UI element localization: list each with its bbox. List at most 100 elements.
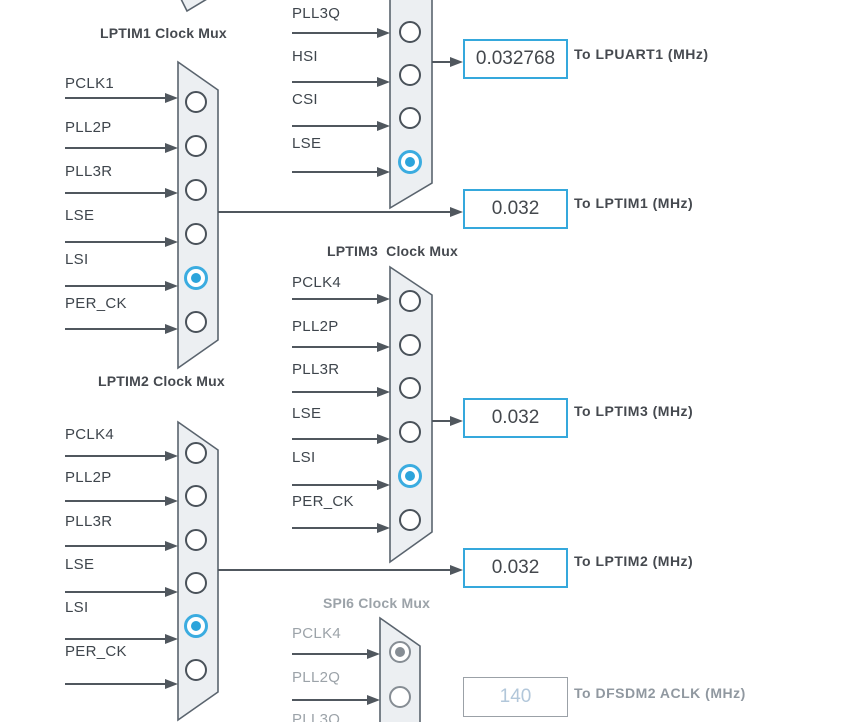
arrow-head [367, 695, 380, 705]
arrow-head [165, 188, 178, 198]
input-wire [65, 147, 165, 149]
input-label-pll3r: PLL3R [292, 361, 340, 378]
input-label-pclk4: PCLK4 [65, 426, 115, 443]
arrow-head [165, 451, 178, 461]
lpuart1-radio-pll3q[interactable] [399, 21, 421, 43]
lptim2-radio-lsi-selected[interactable] [184, 614, 208, 638]
input-label-pll2p: PLL2P [65, 119, 112, 136]
lptim1-radio-pll2p[interactable] [185, 135, 207, 157]
input-label-per-ck: PER_CK [292, 493, 354, 510]
input-wire [292, 32, 377, 34]
arrow-head [367, 649, 380, 659]
input-wire [292, 699, 367, 701]
lptim1-radio-pclk1[interactable] [185, 91, 207, 113]
lptim2-freq-value-box[interactable]: 0.032 [463, 548, 568, 588]
spi6-radio-pll2q [389, 686, 411, 708]
lptim1-radio-lse[interactable] [185, 223, 207, 245]
input-label-pclk1: PCLK1 [65, 75, 115, 92]
lpuart1-output-label: To LPUART1 (MHz) [574, 46, 709, 62]
output-wire [432, 420, 450, 422]
lptim3-radio-lse[interactable] [399, 421, 421, 443]
input-wire [65, 638, 165, 640]
lptim2-output-label: To LPTIM2 (MHz) [574, 553, 694, 569]
lptim3-radio-pclk4[interactable] [399, 290, 421, 312]
input-label-lsi: LSI [292, 449, 316, 466]
arrow-head [165, 324, 178, 334]
input-label-pll3r: PLL3R [65, 513, 113, 530]
spi6-radio-pclk4-selected [389, 641, 411, 663]
lptim2-radio-pll3r[interactable] [185, 529, 207, 551]
arrow-head [165, 281, 178, 291]
lptim3-radio-pll3r[interactable] [399, 377, 421, 399]
lptim1-mux-title: LPTIM1 Clock Mux [100, 25, 227, 41]
input-label-pll2p: PLL2P [65, 469, 112, 486]
input-label-pll3q: PLL3Q [292, 5, 341, 22]
lptim2-mux-title: LPTIM2 Clock Mux [98, 373, 225, 389]
input-label-per-ck: PER_CK [65, 295, 127, 312]
input-wire [65, 500, 165, 502]
input-label-lse: LSE [65, 556, 95, 573]
cutoff-mux-tip-shape [180, 0, 207, 13]
lpuart1-freq-value-box[interactable]: 0.032768 [463, 39, 568, 79]
input-wire [292, 298, 377, 300]
input-wire [292, 527, 377, 529]
lptim3-output-label: To LPTIM3 (MHz) [574, 403, 694, 419]
arrow-head [165, 237, 178, 247]
dfsdm2-output-label: To DFSDM2 ACLK (MHz) [574, 685, 746, 701]
input-label-pll2p: PLL2P [292, 318, 339, 335]
input-label-hsi: HSI [292, 48, 318, 65]
input-wire [292, 391, 377, 393]
lptim1-radio-pll3r[interactable] [185, 179, 207, 201]
lptim2-radio-lse[interactable] [185, 572, 207, 594]
input-wire [65, 285, 165, 287]
lptim1-output-label: To LPTIM1 (MHz) [574, 195, 694, 211]
input-label-lsi: LSI [65, 251, 89, 268]
arrow-head [377, 523, 390, 533]
lptim3-radio-per-ck[interactable] [399, 509, 421, 531]
lptim2-radio-pclk4[interactable] [185, 442, 207, 464]
arrow-head [377, 28, 390, 38]
output-wire [432, 61, 450, 63]
input-wire [65, 591, 165, 593]
lptim2-radio-per-ck[interactable] [185, 659, 207, 681]
input-wire [292, 484, 377, 486]
input-label-pll2q: PLL2Q [292, 669, 341, 686]
lptim3-radio-pll2p[interactable] [399, 334, 421, 356]
output-wire [218, 569, 450, 571]
input-label-csi: CSI [292, 91, 318, 108]
input-label-lse: LSE [65, 207, 95, 224]
arrow-head [165, 587, 178, 597]
arrow-head [377, 387, 390, 397]
input-label-lse: LSE [292, 405, 322, 422]
input-wire [292, 438, 377, 440]
input-wire [292, 125, 377, 127]
arrow-head [450, 416, 463, 426]
input-wire [292, 653, 367, 655]
arrow-head [450, 57, 463, 67]
input-label-pll3r: PLL3R [65, 163, 113, 180]
lptim1-radio-per-ck[interactable] [185, 311, 207, 333]
input-wire [292, 81, 377, 83]
input-label-pclk4: PCLK4 [292, 625, 342, 642]
lpuart1-radio-lse-selected[interactable] [398, 150, 422, 174]
lptim3-freq-value-box[interactable]: 0.032 [463, 398, 568, 438]
arrow-head [377, 121, 390, 131]
arrow-head [165, 679, 178, 689]
arrow-head [377, 434, 390, 444]
lptim1-radio-lsi-selected[interactable] [184, 266, 208, 290]
input-wire [65, 683, 165, 685]
dfsdm2-aclk-value-box: 140 [463, 677, 568, 717]
lpuart1-radio-hsi[interactable] [399, 64, 421, 86]
spi6-mux-title: SPI6 Clock Mux [323, 595, 431, 611]
input-label-pclk4: PCLK4 [292, 274, 342, 291]
lpuart1-radio-csi[interactable] [399, 107, 421, 129]
input-wire [65, 455, 165, 457]
lptim3-radio-lsi-selected[interactable] [398, 464, 422, 488]
lptim2-radio-pll2p[interactable] [185, 485, 207, 507]
input-wire [65, 328, 165, 330]
arrow-head [450, 207, 463, 217]
input-wire [65, 97, 165, 99]
lptim1-freq-value-box[interactable]: 0.032 [463, 189, 568, 229]
input-label-lsi: LSI [65, 599, 89, 616]
